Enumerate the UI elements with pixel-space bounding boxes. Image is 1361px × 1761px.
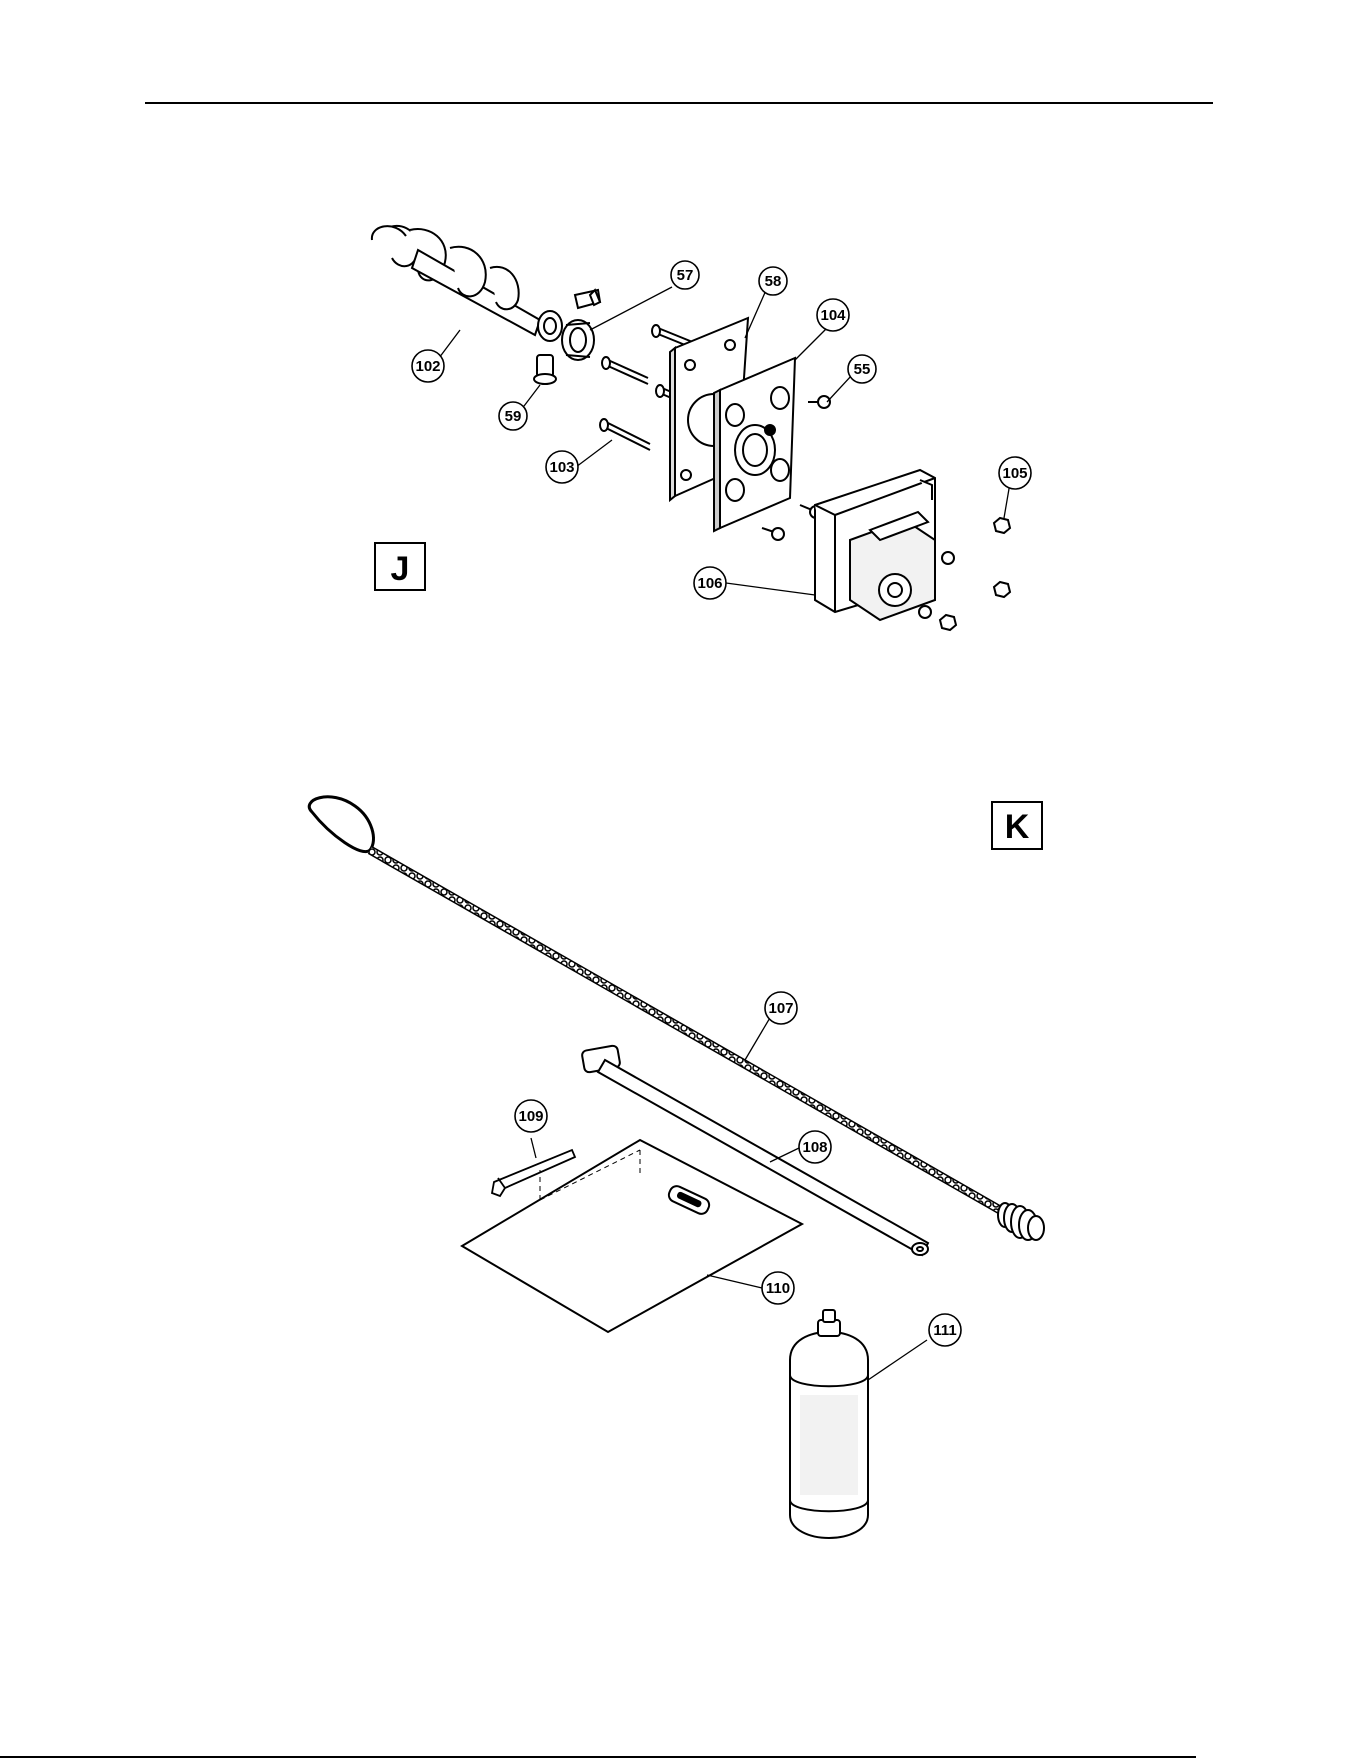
section-k-label-box: K — [992, 802, 1042, 849]
instruction-sheet-part-110 — [462, 1140, 802, 1332]
callout-102: 102 — [412, 350, 444, 382]
svg-text:111: 111 — [933, 1322, 956, 1339]
callout-106: 106 — [694, 567, 726, 599]
lubricant-canister-part-111 — [790, 1310, 868, 1538]
bolt — [575, 290, 600, 308]
svg-text:103: 103 — [549, 459, 574, 476]
callout-104: 104 — [817, 299, 849, 331]
auger-part-102 — [372, 226, 562, 341]
callout-105: 105 — [999, 457, 1031, 489]
screw-part-55 — [808, 396, 830, 408]
svg-text:110: 110 — [766, 1280, 790, 1297]
svg-text:106: 106 — [697, 575, 722, 592]
svg-text:105: 105 — [1002, 465, 1027, 482]
callout-110: 110 — [762, 1272, 794, 1304]
svg-text:104: 104 — [820, 307, 846, 324]
callout-103: 103 — [546, 451, 578, 483]
callout-55: 55 — [848, 355, 876, 383]
callout-107: 107 — [765, 992, 797, 1024]
section-j-label-box: J — [375, 543, 425, 590]
callout-58: 58 — [759, 267, 787, 295]
svg-text:108: 108 — [802, 1139, 827, 1156]
callout-57: 57 — [671, 261, 699, 289]
callout-59: 59 — [499, 402, 527, 430]
svg-text:59: 59 — [505, 408, 522, 425]
svg-text:107: 107 — [768, 1000, 793, 1017]
section-j-label: J — [391, 550, 410, 588]
gearmotor-part-106 — [815, 470, 954, 620]
svg-text:55: 55 — [854, 361, 871, 378]
svg-text:57: 57 — [677, 267, 694, 284]
bushing-part-57 — [562, 320, 594, 360]
nut-part-105 — [940, 518, 1010, 630]
callout-111: 111 — [929, 1314, 961, 1346]
section-k-label: K — [1005, 808, 1030, 846]
callout-108: 108 — [799, 1131, 831, 1163]
callout-109: 109 — [515, 1100, 547, 1132]
pin-part-59 — [534, 355, 556, 384]
svg-text:102: 102 — [415, 358, 440, 375]
svg-text:109: 109 — [518, 1108, 543, 1125]
svg-text:58: 58 — [765, 273, 782, 290]
gearmotor-screws — [762, 505, 822, 540]
